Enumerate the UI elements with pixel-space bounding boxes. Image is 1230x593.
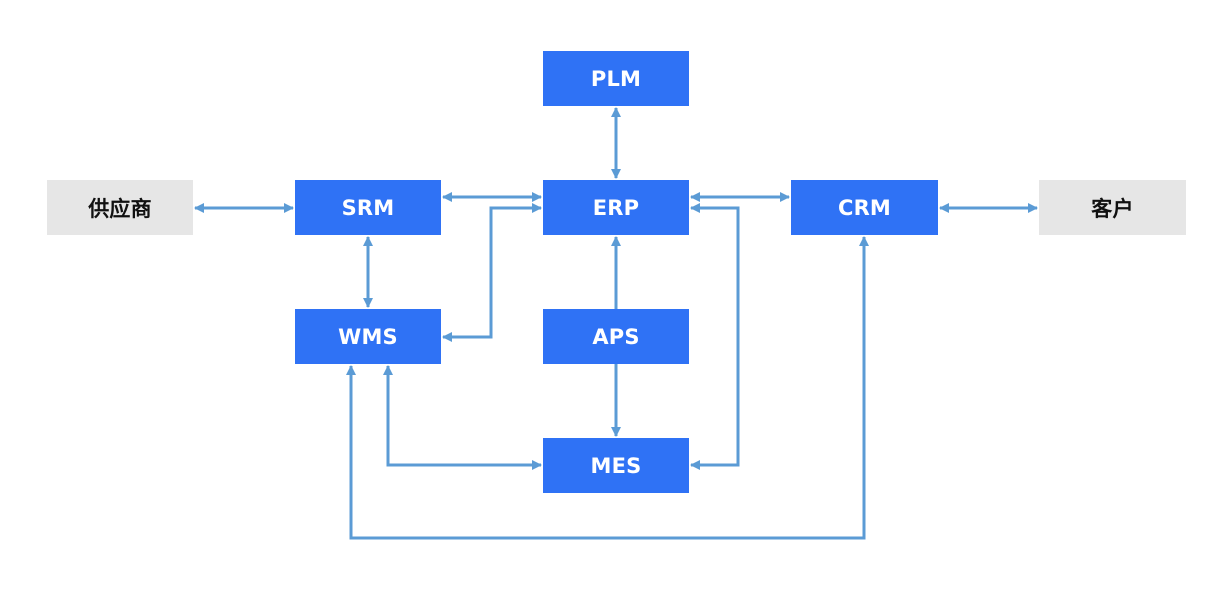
node-crm: CRM: [791, 180, 938, 235]
node-aps: APS: [543, 309, 689, 364]
edge-wms-mes: [383, 365, 542, 470]
node-mes: MES: [543, 438, 689, 493]
edge-wms-crm: [346, 236, 869, 540]
node-customer: 客户: [1039, 180, 1186, 235]
edge-erp-mes: [690, 203, 740, 470]
node-wms: WMS: [295, 309, 441, 364]
edge-erp-wms: [442, 203, 542, 342]
node-plm: PLM: [543, 51, 689, 106]
node-supplier: 供应商: [47, 180, 193, 235]
node-srm: SRM: [295, 180, 441, 235]
node-erp: ERP: [543, 180, 689, 235]
